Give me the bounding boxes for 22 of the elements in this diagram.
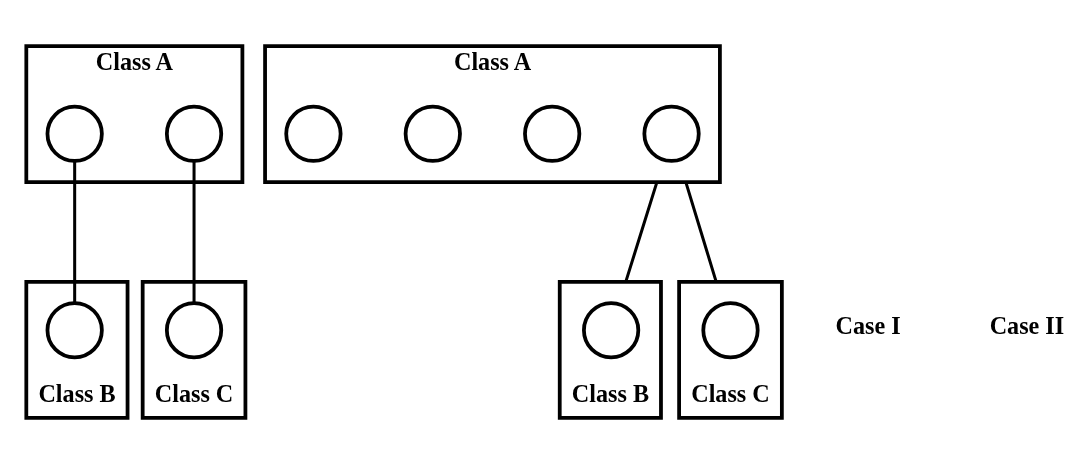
node-circle xyxy=(164,104,224,163)
node-circle xyxy=(642,104,701,163)
cluster: Class B xyxy=(24,279,130,420)
connector xyxy=(684,181,718,282)
cluster: Class C xyxy=(677,279,784,420)
node-circle xyxy=(284,104,343,163)
node-circle xyxy=(45,104,104,163)
node-circle xyxy=(523,104,582,163)
cluster: Class B xyxy=(557,279,663,420)
node-circle xyxy=(403,104,462,163)
cluster: Class C xyxy=(140,279,248,420)
node-circle xyxy=(45,300,104,359)
cluster: Class A xyxy=(263,43,722,184)
node-circle xyxy=(582,300,641,359)
label: Case II xyxy=(989,311,1065,339)
connector xyxy=(192,160,196,302)
label: Case I xyxy=(835,311,901,339)
node-circle xyxy=(701,300,760,359)
node-circle xyxy=(164,300,224,359)
connector xyxy=(73,160,77,302)
cluster: Class A xyxy=(24,43,245,184)
connector xyxy=(624,181,659,282)
